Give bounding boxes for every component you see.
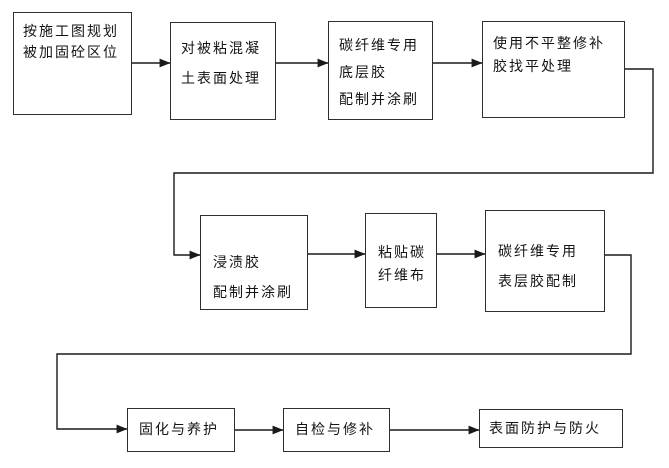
node-surface-protection-fireproof: 表面防护与防火: [479, 409, 623, 448]
node-label: 浸渍胶 配制并涂刷: [213, 254, 293, 300]
node-label: 自检与修补: [295, 421, 375, 437]
node-concrete-surface-treatment: 对被粘混凝 土表面处理: [170, 22, 276, 120]
node-primer-adhesive: 碳纤维专用 底层胶 配制并涂刷: [328, 21, 433, 120]
node-label: 按施工图规划 被加固砼区位: [23, 23, 119, 60]
node-top-coat-adhesive: 碳纤维专用 表层胶配制: [485, 210, 605, 312]
node-label: 对被粘混凝 土表面处理: [181, 40, 261, 86]
node-paste-carbon-fiber-cloth: 粘贴碳 纤维布: [365, 213, 437, 308]
node-impregnating-adhesive: 浸渍胶 配制并涂刷: [200, 215, 308, 310]
node-label: 使用不平整修补 胶找平处理: [493, 35, 605, 74]
node-self-check-and-repair: 自检与修补: [283, 408, 390, 452]
node-plan-reinforcement-area: 按施工图规划 被加固砼区位: [13, 12, 132, 115]
node-label: 碳纤维专用 表层胶配制: [498, 243, 578, 289]
node-label: 表面防护与防火: [489, 420, 601, 436]
node-curing-and-maintenance: 固化与养护: [127, 408, 235, 452]
node-label: 固化与养护: [139, 421, 219, 437]
node-label: 粘贴碳 纤维布: [378, 244, 426, 283]
node-leveling-repair: 使用不平整修补 胶找平处理: [482, 21, 625, 118]
node-label: 碳纤维专用 底层胶 配制并涂刷: [339, 37, 419, 107]
